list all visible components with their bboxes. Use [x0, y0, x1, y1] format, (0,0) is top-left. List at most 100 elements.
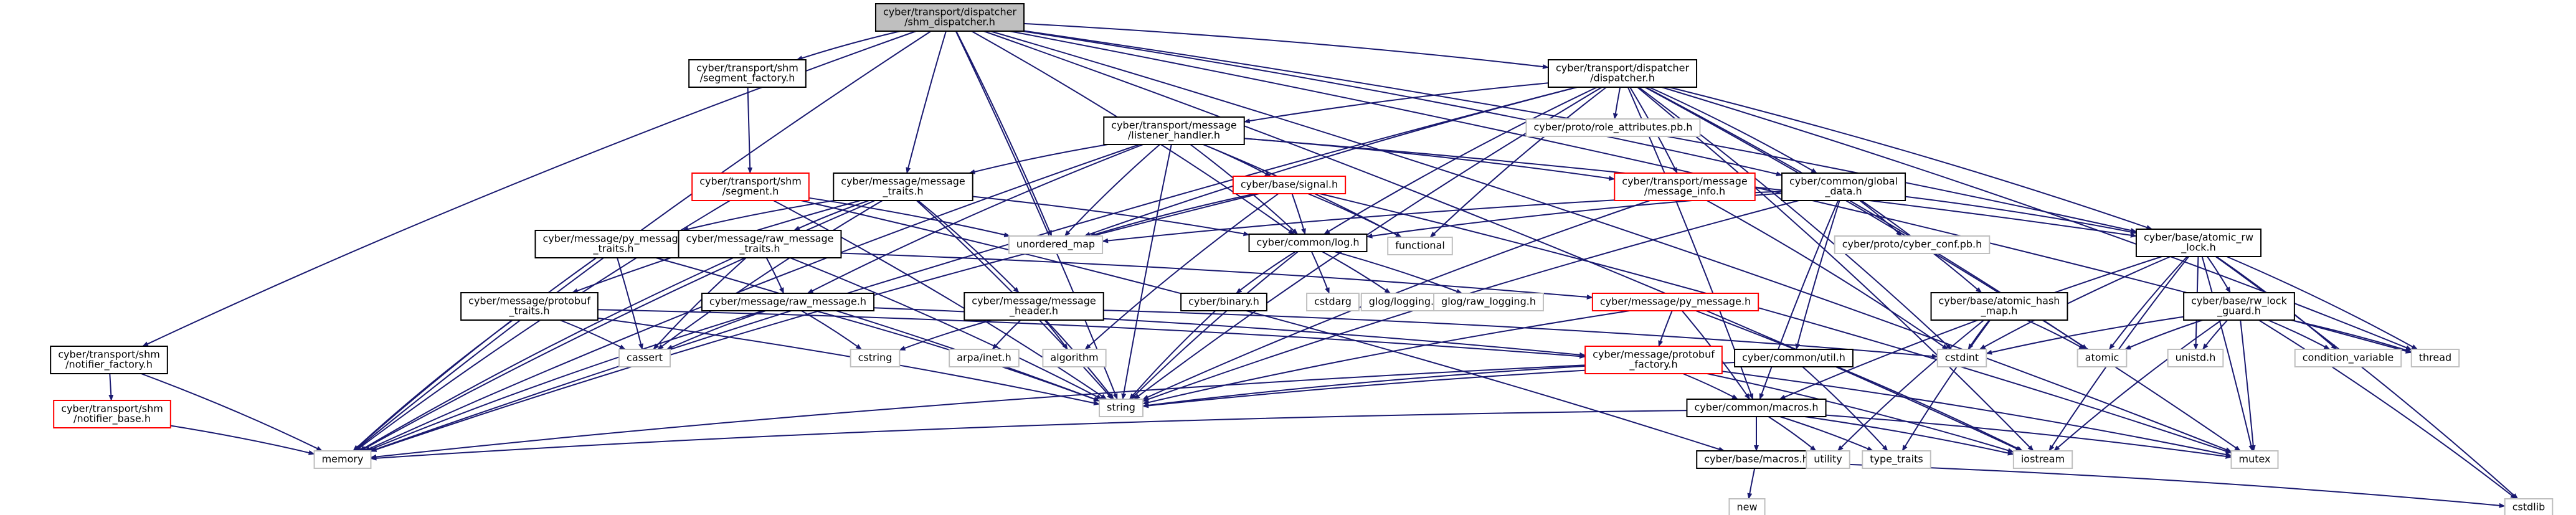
edge-signal-to-functional — [1307, 193, 1402, 238]
node-atomicrw[interactable]: cyber/base/atomic_rw_lock.h — [2135, 229, 2262, 257]
node-thread[interactable]: thread — [2410, 349, 2460, 367]
edge-log-to-glograw — [1334, 251, 1463, 294]
edge-pbfactory-to-memory — [370, 364, 1586, 460]
node-box — [1781, 172, 1906, 201]
edge-pbtraits-to-memory — [353, 319, 513, 451]
node-functional[interactable]: functional — [1387, 237, 1453, 255]
node-segment[interactable]: cyber/transport/shm/segment.h — [691, 172, 810, 201]
edge-dispatcher-to-functional — [1429, 87, 1607, 238]
node-label-line: _traits.h — [883, 186, 924, 198]
node-root[interactable]: cyber/transport/dispatcher/shm_dispatche… — [874, 3, 1025, 32]
node-atomichash[interactable]: cyber/base/atomic_hash_map.h — [1930, 292, 2068, 321]
node-arpa[interactable]: arpa/inet.h — [949, 349, 1020, 367]
node-globaldata[interactable]: cyber/common/global_data.h — [1781, 172, 1906, 201]
node-label-line: cstring — [858, 352, 893, 364]
node-cassert[interactable]: cassert — [618, 349, 671, 367]
node-box — [2230, 450, 2279, 469]
node-msginfo[interactable]: cyber/transport/message/message_info.h — [1614, 172, 1756, 201]
edge-atomichash-to-utility — [1837, 319, 1985, 451]
edge-root-to-globaldata — [1021, 31, 1783, 177]
node-typetraits[interactable]: type_traits — [1862, 450, 1931, 469]
edge-atomicrw-to-mutex — [2201, 256, 2254, 451]
node-roleattr[interactable]: cyber/proto/role_attributes.pb.h — [1525, 118, 1701, 137]
node-label-line: /segment_factory.h — [700, 72, 795, 85]
node-pbtraits[interactable]: cyber/message/protobuf_traits.h — [460, 292, 599, 321]
node-segfactory[interactable]: cyber/transport/shm/segment_factory.h — [688, 59, 807, 88]
edge-pytraits-to-string — [655, 257, 1100, 402]
node-algorithm[interactable]: algorithm — [1042, 349, 1107, 367]
edge-root-to-mutex — [990, 31, 2232, 453]
edge-rwlockguard-to-unistd — [2202, 319, 2228, 350]
node-condvar[interactable]: condition_variable — [2294, 349, 2402, 367]
node-mutex[interactable]: mutex — [2230, 450, 2279, 469]
node-msgheader[interactable]: cyber/message/message_header.h — [964, 292, 1104, 321]
node-unordmap[interactable]: unordered_map — [1008, 235, 1104, 254]
node-pymsg[interactable]: cyber/message/py_message.h — [1591, 293, 1759, 311]
node-iostream[interactable]: iostream — [2012, 450, 2073, 469]
node-rwlockguard[interactable]: cyber/base/rw_lock_guard.h — [2183, 292, 2295, 321]
node-label-line: iostream — [2021, 453, 2065, 465]
node-label-line: /dispatcher.h — [1590, 72, 1655, 84]
node-pbfactory[interactable]: cyber/message/protobuf_factory.h — [1584, 346, 1723, 374]
node-label-line: unistd.h — [2176, 352, 2216, 364]
node-basemacros[interactable]: cyber/base/macros.h — [1696, 450, 1817, 469]
node-label-line: cyber/proto/cyber_conf.pb.h — [1842, 239, 1982, 251]
node-label-line: _lock.h — [2181, 242, 2216, 254]
node-msgtraits[interactable]: cyber/message/message_traits.h — [833, 172, 973, 201]
node-label-line: cyber/base/signal.h — [1241, 179, 1338, 191]
edge-msgheader-to-cstdint — [1103, 309, 1938, 359]
edge-log-to-glog — [1322, 251, 1391, 294]
node-dispatcher[interactable]: cyber/transport/dispatcher/dispatcher.h — [1547, 59, 1698, 88]
node-atomic[interactable]: atomic — [2076, 349, 2128, 367]
node-label-line: cassert — [627, 352, 663, 364]
node-cstdlib[interactable]: cstdlib — [2504, 498, 2554, 515]
node-box — [1387, 237, 1453, 255]
edge-msginfo-to-cstdint — [1707, 200, 1949, 350]
node-macros[interactable]: cyber/common/macros.h — [1686, 399, 1827, 417]
node-listener[interactable]: cyber/transport/message/listener_handler… — [1103, 116, 1245, 145]
edge-root-to-unordmap — [955, 31, 1053, 237]
node-label-line: cyber/message/protobuf — [1593, 349, 1715, 361]
node-pytraits[interactable]: cyber/message/py_message_traits.h — [534, 230, 693, 258]
node-notifierfactory[interactable]: cyber/transport/shm/notifier_factory.h — [50, 346, 168, 374]
node-glograw[interactable]: glog/raw_logging.h — [1433, 293, 1544, 311]
node-label-line: condition_variable — [2303, 352, 2394, 364]
node-rawmsg[interactable]: cyber/message/raw_message.h — [701, 293, 875, 311]
edge-atomicrw-to-rwlockguard — [2207, 256, 2231, 293]
node-box — [2410, 349, 2460, 367]
node-notifierbase[interactable]: cyber/transport/shm/notifier_base.h — [53, 400, 171, 428]
node-log[interactable]: cyber/common/log.h — [1248, 234, 1368, 252]
node-label-line: thread — [2419, 352, 2451, 364]
node-string[interactable]: string — [1099, 399, 1144, 417]
node-label-line: utility — [1814, 453, 1842, 465]
node-label-line: cyber/message/py_message.h — [1600, 296, 1751, 308]
node-cstdint[interactable]: cstdint — [1936, 349, 1987, 367]
edge-atomicrw-to-atomic — [2108, 256, 2188, 350]
node-unistd[interactable]: unistd.h — [2167, 349, 2224, 367]
node-label-line: memory — [322, 453, 364, 465]
node-box — [1042, 349, 1107, 367]
node-box — [1584, 346, 1723, 374]
node-memory[interactable]: memory — [313, 450, 372, 469]
node-cstring[interactable]: cstring — [850, 349, 901, 367]
node-cyberconf[interactable]: cyber/proto/cyber_conf.pb.h — [1834, 235, 1991, 254]
node-label-line: cyber/base/macros.h — [1704, 453, 1809, 465]
node-box — [2294, 349, 2402, 367]
edge-dispatcher-to-mutex — [1644, 87, 2241, 451]
node-cstdarg[interactable]: cstdarg — [1306, 293, 1360, 311]
node-binary[interactable]: cyber/binary.h — [1180, 293, 1267, 311]
edge-dispatcher-to-listener — [1243, 82, 1549, 124]
node-rawtraits[interactable]: cyber/message/raw_message_traits.h — [678, 230, 842, 258]
node-new[interactable]: new — [1728, 498, 1766, 515]
node-util[interactable]: cyber/common/util.h — [1734, 349, 1854, 367]
edge-dispatcher-to-memory — [370, 87, 1578, 452]
node-signal[interactable]: cyber/base/signal.h — [1232, 176, 1347, 194]
node-box — [1591, 293, 1759, 311]
node-label-line: cyber/base/rw_lock — [2191, 295, 2287, 308]
edge-rwlockguard-to-cstdint — [1986, 316, 2184, 355]
edge-pbfactory-to-mutex — [1721, 371, 2232, 457]
node-label-line: _factory.h — [1629, 359, 1677, 371]
node-utility[interactable]: utility — [1806, 450, 1850, 469]
edge-msgtraits-to-log — [972, 196, 1250, 237]
